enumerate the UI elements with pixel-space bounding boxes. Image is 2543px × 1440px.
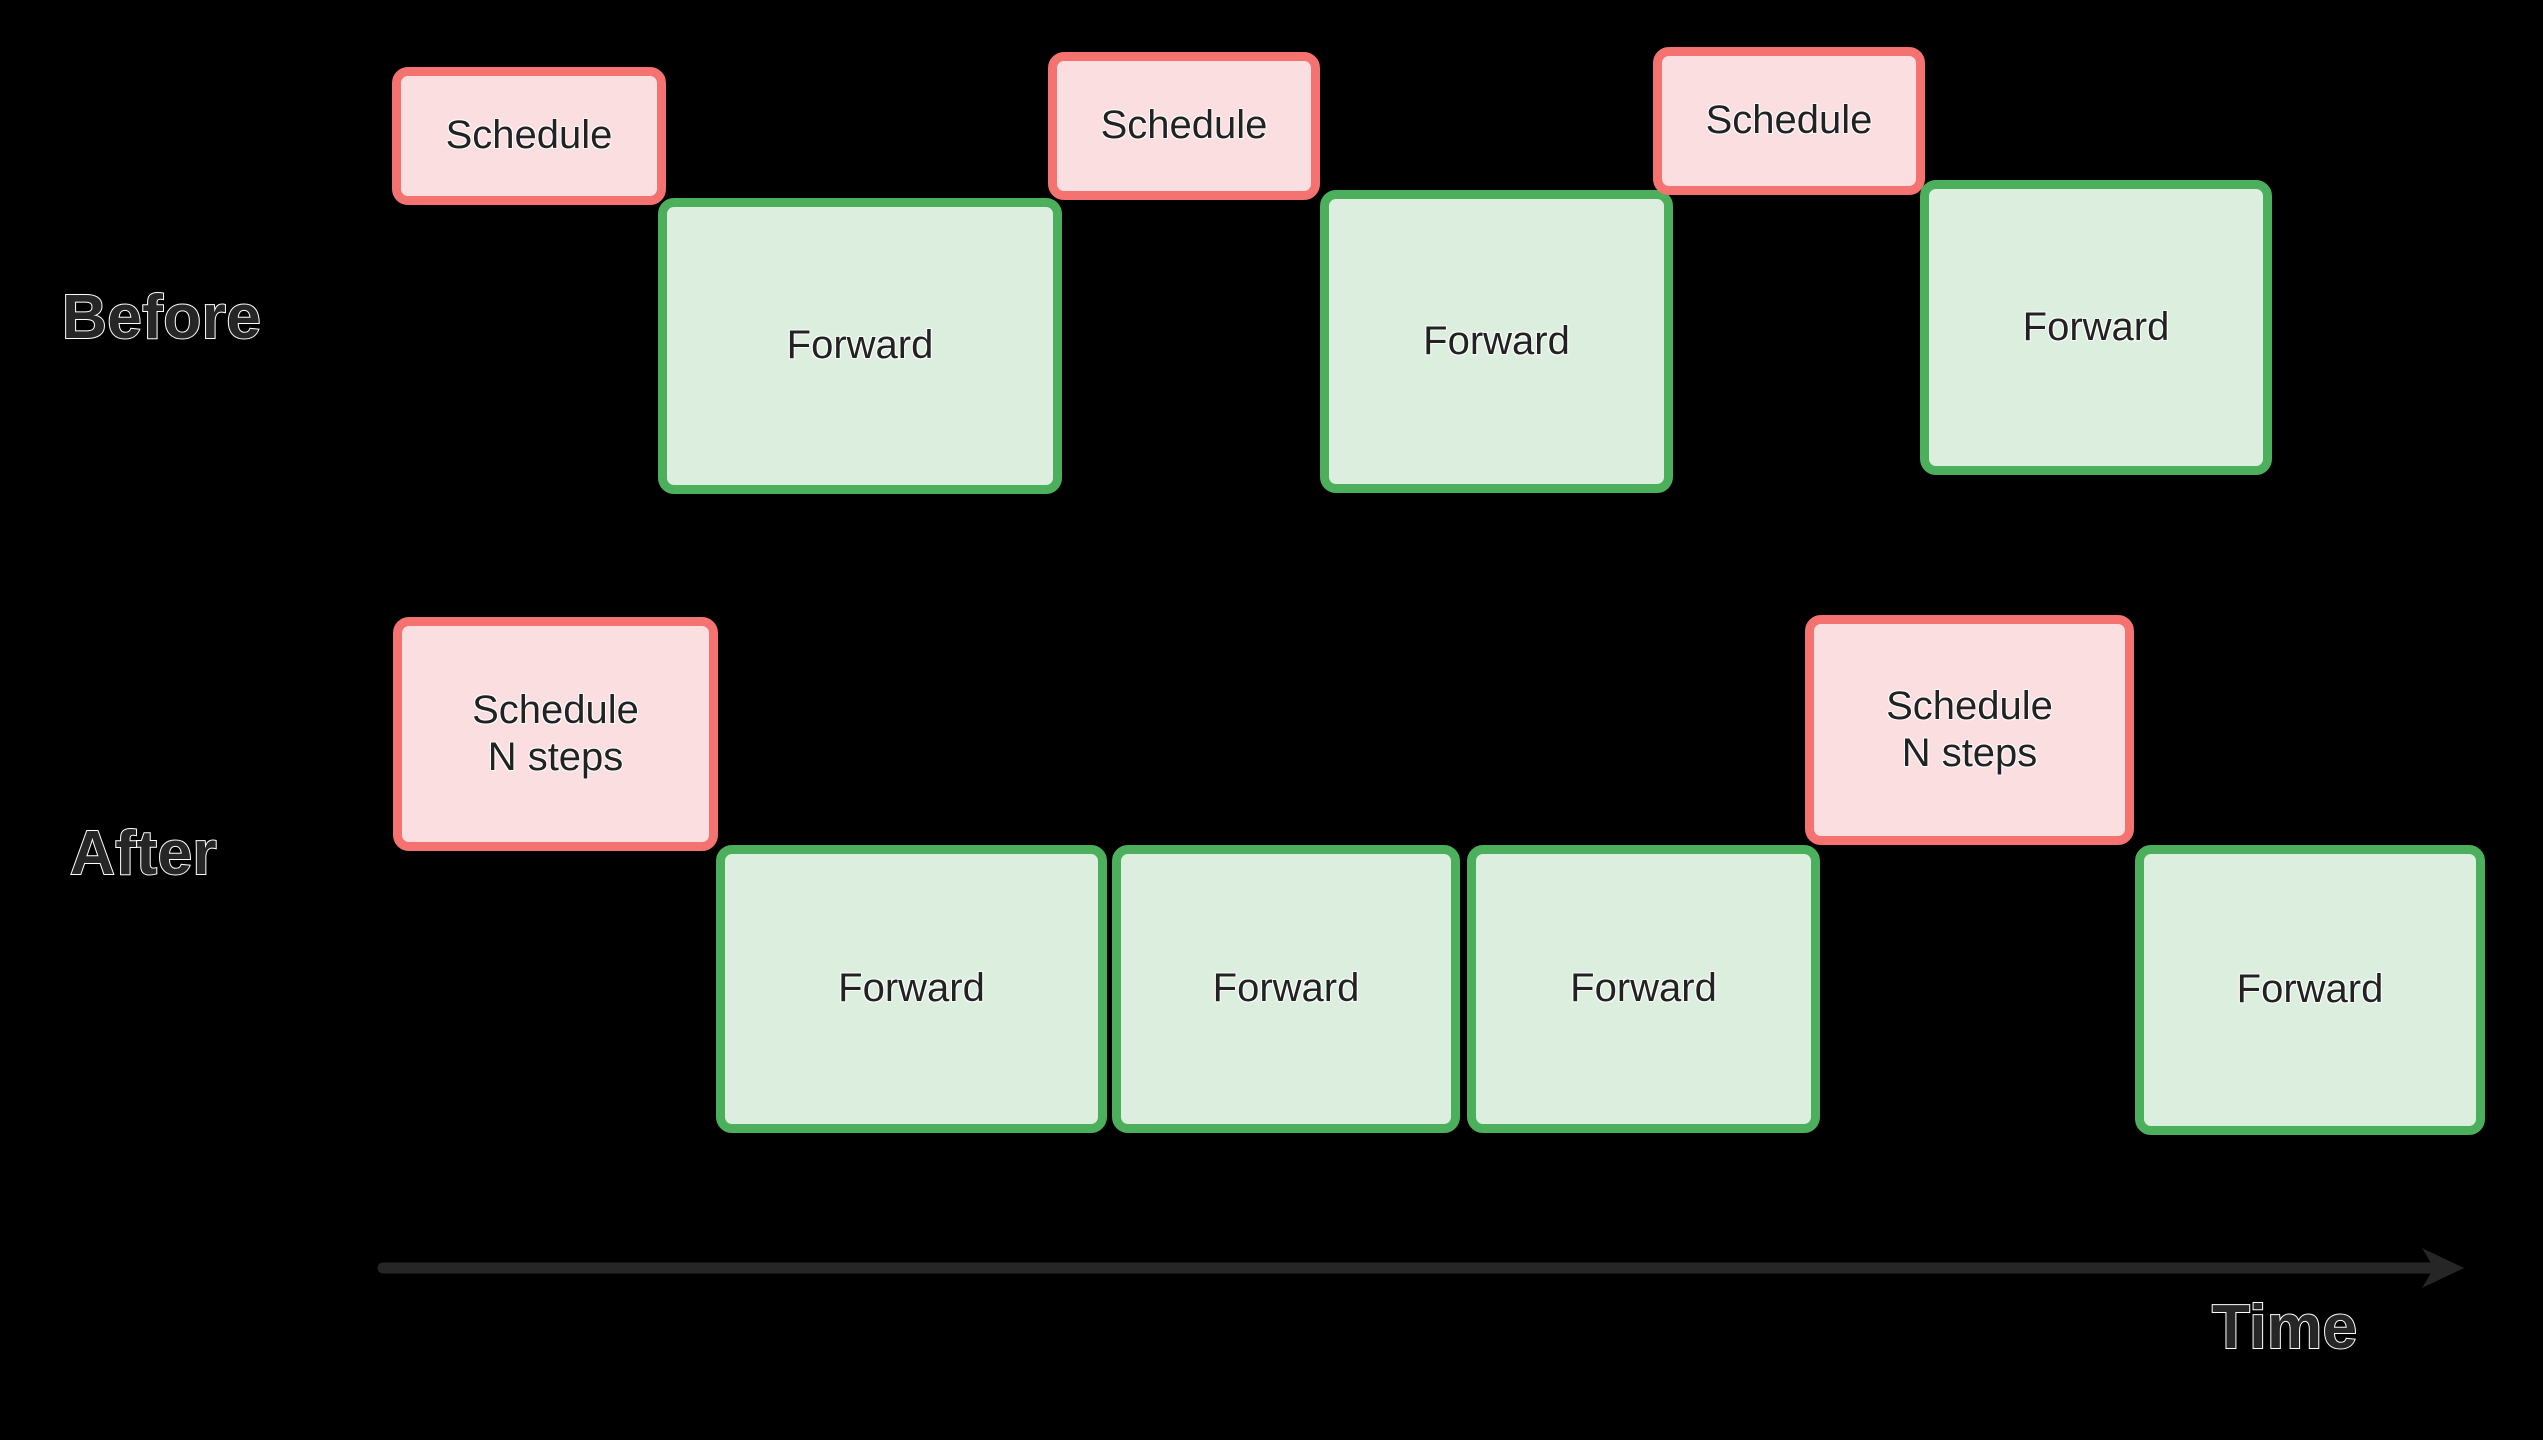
time-axis-label: Time [2211,1292,2358,1363]
before-forward-box-2[interactable]: Forward [1320,190,1673,493]
after-forward-box-4[interactable]: Forward [2135,845,2485,1135]
before-schedule-box-1[interactable]: Schedule [392,67,666,205]
after-schedule-n-steps-box-1[interactable]: Schedule N steps [393,617,718,851]
row-label-after: After [69,818,218,889]
before-forward-box-3[interactable]: Forward [1920,180,2272,475]
before-schedule-box-2[interactable]: Schedule [1048,52,1320,200]
before-schedule-box-3[interactable]: Schedule [1653,47,1925,195]
row-label-before: Before [61,282,262,353]
time-axis-arrowhead [2422,1248,2464,1288]
after-forward-box-3[interactable]: Forward [1467,845,1820,1133]
time-axis-arrow [377,1248,2464,1288]
after-forward-box-1[interactable]: Forward [716,845,1107,1133]
after-forward-box-2[interactable]: Forward [1112,845,1460,1133]
after-schedule-n-steps-box-2[interactable]: Schedule N steps [1805,615,2134,845]
before-forward-box-1[interactable]: Forward [658,198,1062,494]
